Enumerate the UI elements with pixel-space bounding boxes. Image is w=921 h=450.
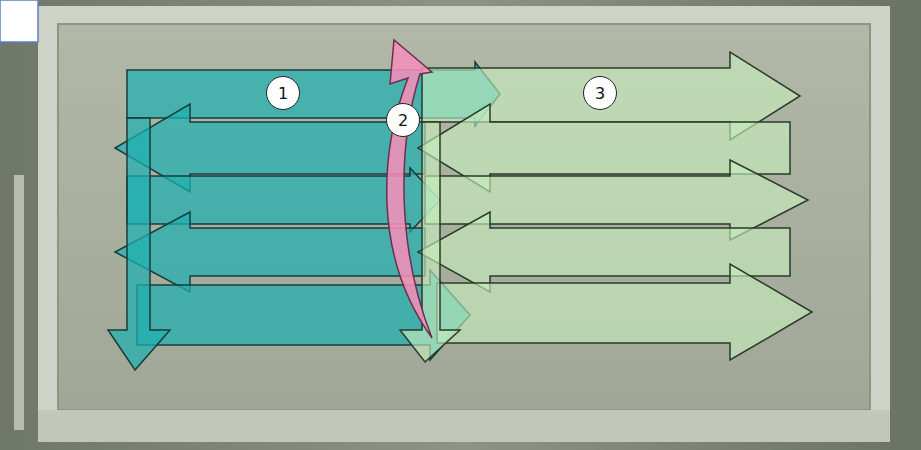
callout-circle: 1 bbox=[266, 76, 300, 110]
callout-number: 1 bbox=[278, 84, 288, 103]
callout-circle: 3 bbox=[583, 76, 617, 110]
callout-number: 3 bbox=[595, 84, 605, 103]
callout-number: 2 bbox=[398, 111, 408, 130]
callout-circle: 2 bbox=[386, 103, 420, 137]
